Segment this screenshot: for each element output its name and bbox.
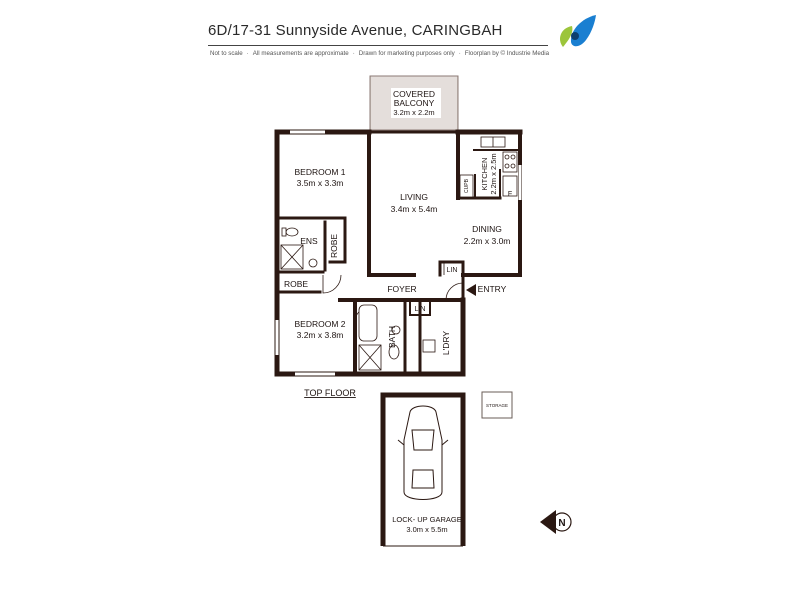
balcony-size: 3.2m x 2.2m [393,108,434,117]
kitchen-label: KITCHEN [480,158,489,191]
laundry-label: L'DRY [441,331,451,355]
ensuite-basin [308,258,318,268]
north-compass-icon [540,510,572,534]
disclaimer-approximate: All measurements are approximate [252,50,349,57]
ensuite-toilet [285,227,299,237]
robe1-label: ROBE [329,234,339,258]
living-label: LIVING [400,192,428,202]
kitchen-size: 2.2m x 2.5m [489,153,498,194]
storage-box [481,391,513,419]
dining-size: 2.2m x 3.0m [464,236,511,246]
laundry-tub [422,339,436,353]
garage-label: LOCK- UP GARAGE [392,515,461,524]
bath-basin [391,325,401,335]
cupboard-label: CUPB [464,178,470,193]
bath-toilet [388,344,400,360]
cupboard [459,174,474,198]
bedroom2-size: 3.2m x 3.8m [297,330,344,340]
disclaimer-not-to-scale: Not to scale [210,50,243,57]
disclaimer-line: Not to scale·All measurements are approx… [210,50,550,57]
disclaimer-marketing: Drawn for marketing purposes only [358,50,455,57]
living-size: 3.4m x 5.4m [391,204,438,214]
balcony-label-line1: COVERED [393,89,435,99]
lin-label-hall: LIN [415,306,426,313]
balcony-label-line2: BALCONY [394,98,435,108]
bathtub [358,304,378,342]
fridge-space [502,175,518,197]
robe2-label: ROBE [284,279,308,289]
disclaimer-credit: Floorplan by © Industrie Media [464,50,550,57]
ensuite-label: ENS [300,236,318,246]
garage-size: 3.0m x 5.5m [406,525,447,534]
property-address: 6D/17-31 Sunnyside Avenue, CARINGBAH [208,22,503,39]
car-icon [397,405,449,500]
north-label: N [558,518,565,529]
entry-arrow [466,284,476,296]
brand-logo [560,15,596,47]
fixtures [280,136,518,371]
bath-label: BATH [387,326,397,348]
bedroom1-label: BEDROOM 1 [294,167,345,177]
foyer-label: FOYER [387,284,416,294]
cooktop [502,151,518,173]
balcony-area [369,75,459,133]
windows [275,130,522,376]
entry-label: ENTRY [478,284,507,294]
dining-label: DINING [472,224,502,234]
storage-label: STORAGE [486,403,508,408]
bedroom2-label: BEDROOM 2 [294,319,345,329]
floor-label: TOP FLOOR [304,388,356,398]
header-divider [208,45,548,46]
lin-label-foyer: LIN [447,267,458,274]
fridge-label: F [508,191,512,198]
garage [380,392,466,547]
bedroom1-size: 3.5m x 3.3m [297,178,344,188]
